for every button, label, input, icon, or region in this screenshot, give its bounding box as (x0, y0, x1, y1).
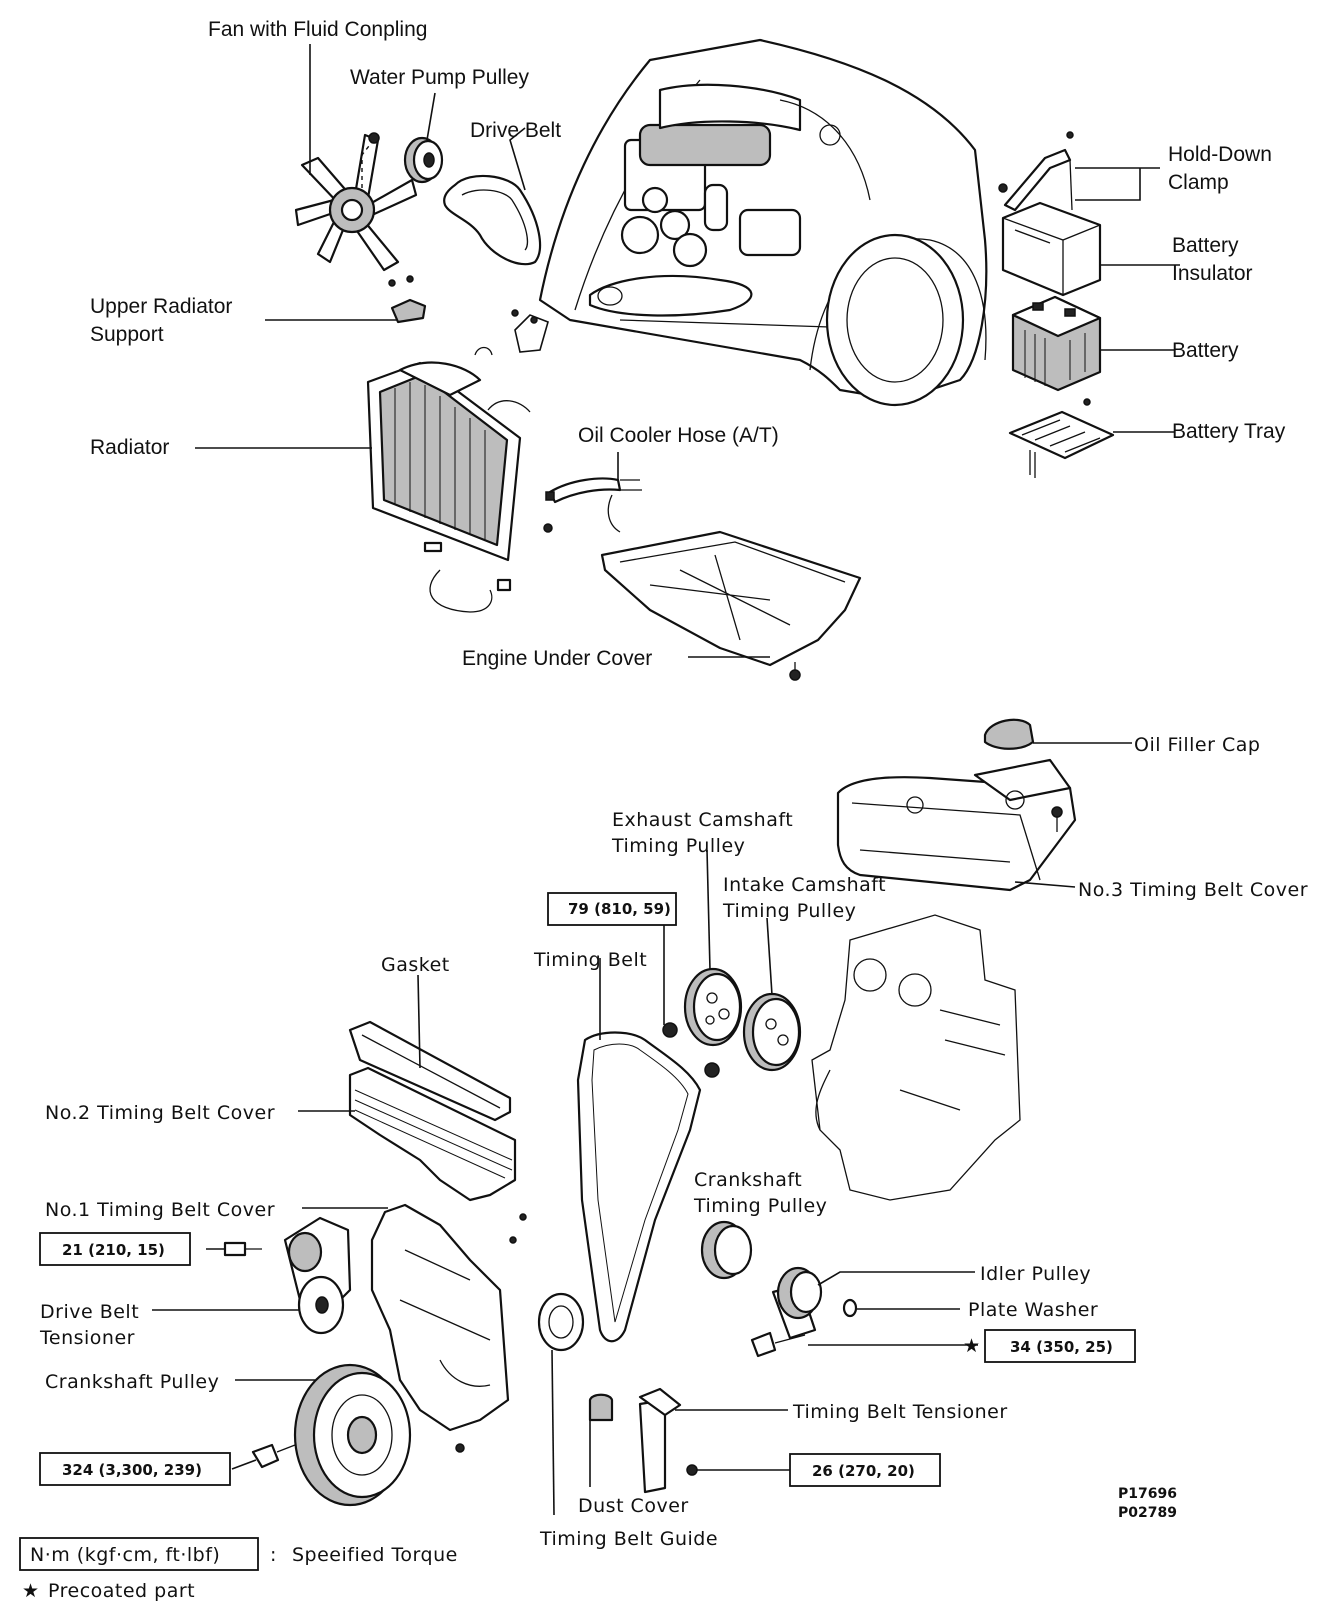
label-idler-pulley: Idler Pulley (980, 1263, 1091, 1285)
label-exhaust-cam-pulley-1: Exhaust Camshaft (612, 809, 793, 831)
code-2: P02789 (1118, 1505, 1177, 1521)
oil-filler-cap (983, 718, 1035, 750)
torque-box-tb-tensioner (789, 1453, 941, 1487)
label-upper-radiator-support-2: Support (90, 323, 164, 346)
label-oil-cooler-hose: Oil Cooler Hose (A/T) (578, 424, 779, 447)
label-battery-tray: Battery Tray (1172, 420, 1286, 443)
label-timing-belt: Timing Belt (533, 949, 647, 971)
leader-lines (152, 44, 1180, 1516)
figure-codes: P17696 P02789 (1118, 1486, 1177, 1521)
radiator-illustration (366, 346, 531, 613)
idler-pulley-bolt (750, 1331, 806, 1358)
label-no1-cover: No.1 Timing Belt Cover (45, 1199, 275, 1221)
crankshaft-pulley-bolt (251, 1443, 296, 1469)
crankshaft-timing-pulley (700, 1220, 753, 1280)
timing-belt-tensioner (638, 1387, 698, 1494)
legend-star: ★ (22, 1580, 40, 1602)
legend-unit: N·m (kgf·cm, ft·lbf) (30, 1544, 220, 1566)
label-crank-timing-pulley-2: Timing Pulley (693, 1195, 827, 1217)
label-battery-insulator-2: Insulator (1172, 262, 1253, 285)
legend-meaning: Speeified Torque (292, 1544, 458, 1566)
plate-washer (842, 1298, 858, 1318)
idler-pulley (771, 1266, 823, 1340)
label-radiator: Radiator (90, 436, 169, 459)
battery-tray (1008, 398, 1115, 478)
label-timing-belt-guide: Timing Belt Guide (539, 1528, 718, 1550)
torque-specs: 79 (810, 59) 21 (210, 15) 34 (350, 25) ★… (39, 892, 1136, 1487)
hold-down-clamp (998, 131, 1074, 212)
fan-with-fluid-coupling (294, 132, 418, 272)
torque-crank-bolt: 324 (3,300, 239) (62, 1461, 202, 1479)
label-gasket: Gasket (381, 954, 450, 976)
label-no2-cover: No.2 Timing Belt Cover (45, 1102, 275, 1124)
no1-timing-belt-cover (370, 1203, 517, 1453)
label-drive-belt: Drive Belt (470, 119, 561, 142)
dust-cover (588, 1393, 614, 1422)
crankshaft-pulley (293, 1363, 412, 1507)
water-pump-pulley (403, 136, 444, 184)
torque-box-cam (547, 892, 677, 926)
label-hold-down-clamp-2: Clamp (1168, 171, 1229, 194)
no2-timing-belt-cover (348, 1066, 527, 1221)
label-crank-timing-pulley-1: Crankshaft (694, 1169, 802, 1191)
battery-illustration (1011, 295, 1102, 392)
label-intake-cam-pulley-2: Timing Pulley (722, 900, 856, 922)
label-plate-washer: Plate Washer (968, 1299, 1098, 1321)
torque-box-crank (39, 1452, 231, 1486)
drive-belt (443, 174, 542, 266)
gasket (348, 1020, 512, 1122)
torque-box-idler (984, 1329, 1136, 1363)
code-1: P17696 (1118, 1486, 1177, 1502)
label-exhaust-cam-pulley-2: Timing Pulley (611, 835, 745, 857)
torque-cam-bolt: 79 (810, 59) (568, 900, 671, 918)
label-drive-belt-tensioner-2: Tensioner (39, 1327, 135, 1349)
cylinder-head-illustration (811, 914, 1021, 1201)
torque-tb-tensioner-bolt: 26 (270, 20) (812, 1462, 915, 1480)
label-battery-insulator-1: Battery (1172, 234, 1239, 257)
engine-under-cover (600, 530, 862, 681)
label-timing-belt-tensioner: Timing Belt Tensioner (792, 1401, 1008, 1423)
camshaft-pulley-bolts (662, 1022, 720, 1078)
torque-box-tensioner (39, 1232, 191, 1266)
legend-precoated: Precoated part (48, 1580, 195, 1602)
tensioner-bolt (223, 1241, 262, 1257)
label-fan: Fan with Fluid Conpling (208, 18, 427, 41)
label-crankshaft-pulley: Crankshaft Pulley (45, 1371, 219, 1393)
part-labels: Fan with Fluid Conpling Water Pump Pulle… (39, 18, 1308, 1550)
label-engine-under-cover: Engine Under Cover (462, 647, 652, 670)
label-drive-belt-tensioner-1: Drive Belt (40, 1301, 139, 1323)
torque-idler-bolt: 34 (350, 25) (1010, 1338, 1113, 1356)
legend-box (19, 1537, 259, 1571)
label-water-pump-pulley: Water Pump Pulley (350, 66, 529, 89)
label-hold-down-clamp-1: Hold-Down (1168, 143, 1272, 166)
label-oil-filler-cap: Oil Filler Cap (1134, 734, 1260, 756)
torque-tensioner-bolt: 21 (210, 15) (62, 1241, 165, 1259)
no3-timing-belt-cover (836, 758, 1077, 892)
label-upper-radiator-support-1: Upper Radiator (90, 295, 232, 318)
legend-colon: : (270, 1544, 277, 1566)
intake-camshaft-timing-pulley (742, 992, 802, 1072)
label-intake-cam-pulley-1: Intake Camshaft (723, 874, 886, 896)
label-battery: Battery (1172, 339, 1239, 362)
drive-belt-tensioner (283, 1216, 352, 1335)
car-body-illustration (538, 38, 988, 407)
label-dust-cover: Dust Cover (578, 1495, 689, 1517)
timing-belt-guide (537, 1292, 585, 1352)
exhaust-camshaft-timing-pulley (683, 967, 743, 1047)
oil-cooler-hose (543, 477, 642, 533)
timing-belt (576, 1031, 702, 1343)
battery-insulator (1001, 201, 1102, 297)
label-no3-cover: No.3 Timing Belt Cover (1078, 879, 1308, 901)
precoat-star-mark: ★ (963, 1335, 981, 1357)
legend: N·m (kgf·cm, ft·lbf) : Speeified Torque … (19, 1537, 458, 1602)
upper-radiator-support (388, 275, 549, 353)
